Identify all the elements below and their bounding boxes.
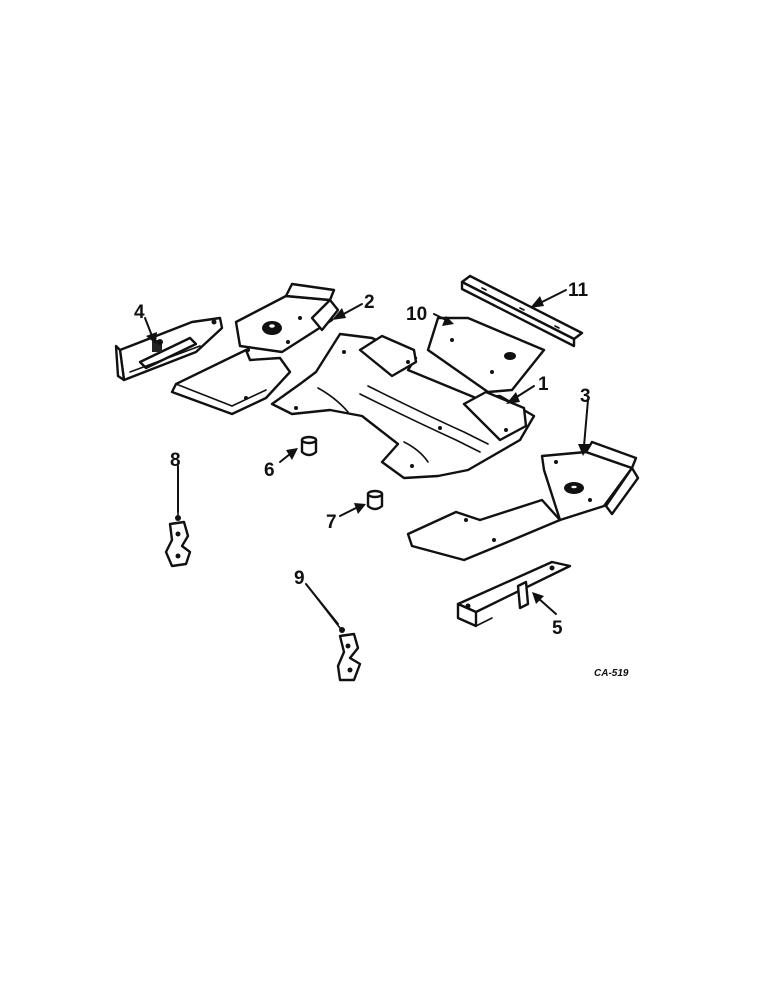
callout-8: 8	[170, 450, 181, 471]
leader-10	[433, 313, 454, 326]
callout-5: 5	[552, 618, 563, 639]
part-2-step-left	[170, 282, 340, 416]
leader-4	[144, 317, 157, 344]
callout-7: 7	[326, 512, 337, 533]
part-11-angle-bar	[460, 274, 584, 348]
leader-3	[578, 399, 590, 456]
callout-1: 1	[538, 374, 549, 395]
leader-1	[506, 385, 535, 404]
part-6-spacer	[300, 435, 318, 457]
part-3-step-right	[406, 440, 640, 562]
part-9-hinge	[305, 583, 362, 682]
leader-7	[339, 503, 366, 517]
callout-10: 10	[406, 304, 427, 325]
part-5-bracket	[456, 560, 572, 628]
leader-5	[532, 592, 557, 615]
callout-9: 9	[294, 568, 305, 589]
part-7-spacer	[366, 489, 384, 511]
leader-11	[530, 289, 567, 308]
leader-9	[305, 583, 339, 625]
part-4-bracket	[114, 316, 224, 382]
callout-11: 11	[568, 280, 589, 301]
leader-6	[279, 448, 298, 463]
leader-2	[332, 303, 363, 320]
part-10-plate	[426, 316, 546, 394]
callout-6: 6	[264, 460, 275, 481]
figure-reference: CA-519	[594, 668, 629, 679]
part-1-floor-plate	[270, 332, 536, 480]
callout-2: 2	[364, 292, 375, 313]
callout-4: 4	[134, 302, 145, 323]
callout-3: 3	[580, 386, 591, 407]
